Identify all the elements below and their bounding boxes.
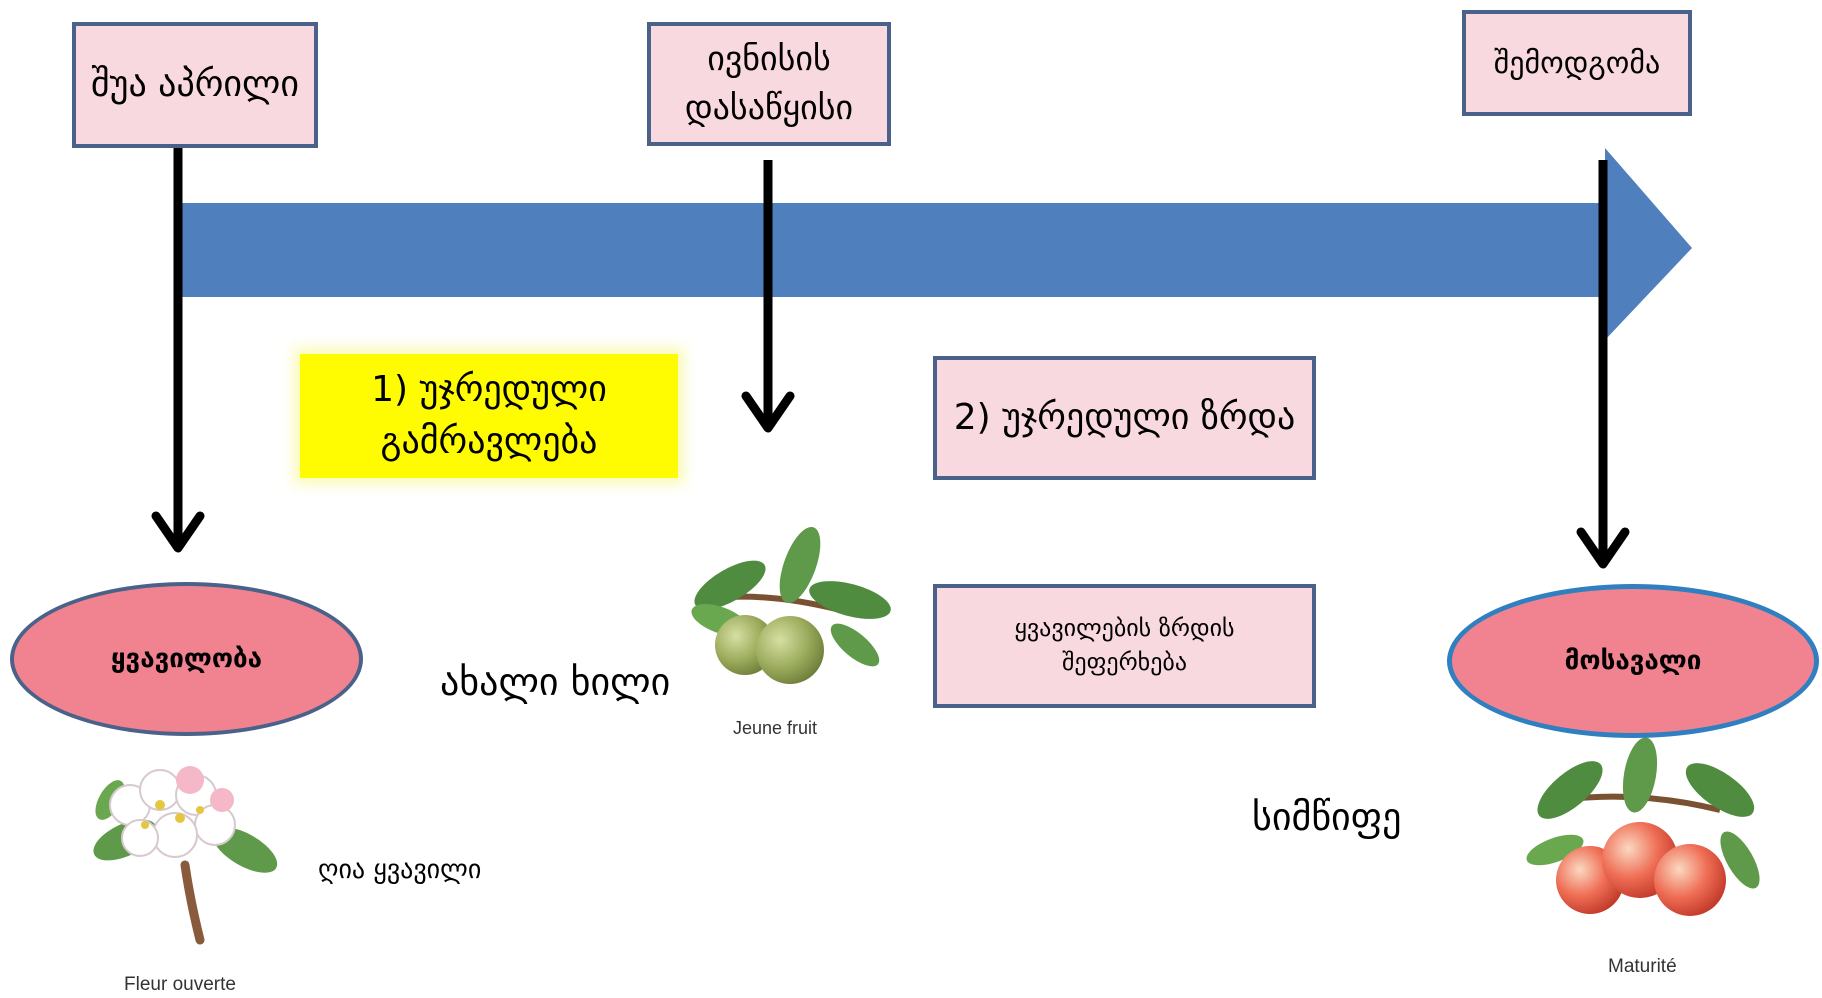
label-mid-april: შუა აპრილი: [72, 22, 318, 148]
apple-blossom-icon: [93, 766, 278, 945]
label-autumn: შემოდგომა: [1462, 10, 1692, 116]
young-apple-icon: [691, 527, 891, 684]
connector-early-june: [741, 160, 795, 433]
phase-cell-multiplication-text: 1) უჯრედული გამრავლება: [371, 368, 607, 462]
connector-mid-april: [151, 148, 205, 553]
stage-harvest: მოსავალი: [1447, 584, 1819, 738]
phase-cell-growth-text: 2) უჯრედული ზრდა: [953, 396, 1296, 438]
label-early-june: ივნისის დასაწყისი: [647, 22, 891, 146]
timeline-arrow: [180, 148, 1692, 340]
note-stop-flower-growth: ყვავილების ზრდის შეფერხება: [933, 584, 1316, 708]
note-open-flower: ღია ყვავილი: [318, 855, 482, 885]
stage-flowering: ყვავილობა: [10, 582, 363, 736]
label-mid-april-text: შუა აპრილი: [91, 63, 299, 105]
caption-young-fruit: Jeune fruit: [733, 718, 818, 738]
label-autumn-text: შემოდგომა: [1493, 45, 1661, 81]
caption-flower: Fleur ouverte: [124, 974, 236, 995]
label-early-june-text: ივნისის დასაწყისი: [684, 38, 854, 128]
caption-mature: Maturité: [1608, 956, 1677, 977]
phase-cell-growth: 2) უჯრედული ზრდა: [933, 356, 1316, 480]
note-ripeness: სიმწიფე: [1252, 795, 1402, 839]
note-stop-flower-growth-text: ყვავილების ზრდის შეფერხება: [1014, 614, 1235, 676]
connector-autumn: [1576, 160, 1630, 569]
ripe-apple-icon: [1526, 737, 1760, 916]
stage-flowering-text: ყვავილობა: [110, 644, 263, 674]
note-new-fruit: ახალი ხილი: [440, 660, 671, 704]
phase-cell-multiplication: 1) უჯრედული გამრავლება: [300, 354, 678, 478]
stage-harvest-text: მოსავალი: [1564, 646, 1702, 676]
